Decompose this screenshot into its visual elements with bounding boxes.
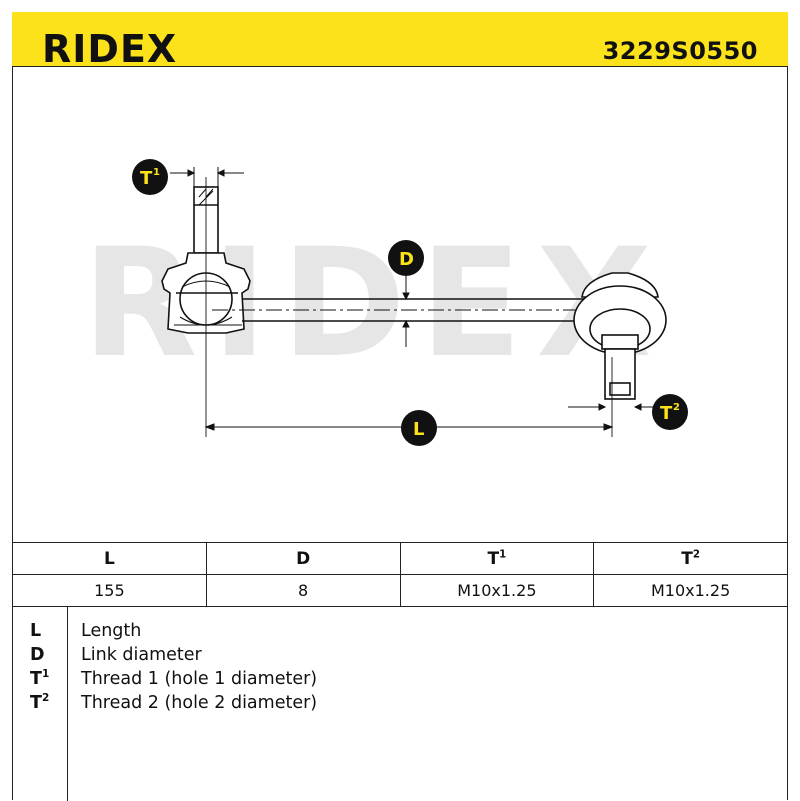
svg-text:T: T xyxy=(140,168,153,189)
brand-logo: RIDEX xyxy=(42,30,177,70)
specs-table: L D T1 T2 155 8 M10x1.25 M10x1.25 xyxy=(12,542,788,607)
svg-text:T: T xyxy=(660,403,673,424)
svg-text:2: 2 xyxy=(673,402,680,413)
callout-l: L xyxy=(401,410,437,446)
svg-text:L: L xyxy=(413,419,424,440)
specs-value-l: 155 xyxy=(12,574,207,607)
legend-item: D Link diameter xyxy=(12,643,788,667)
legend: L Length D Link diameter T1 Thread 1 (ho… xyxy=(12,606,788,801)
legend-item: L Length xyxy=(12,619,788,643)
svg-text:RIDEX: RIDEX xyxy=(42,30,177,70)
technical-drawing: RIDEX xyxy=(82,159,688,446)
legend-description: Length xyxy=(81,621,142,641)
link-rod xyxy=(212,298,584,322)
svg-text:1: 1 xyxy=(153,167,160,178)
part-number: 3229S0550 xyxy=(602,37,758,65)
callout-t1: T 1 xyxy=(132,159,168,195)
legend-divider xyxy=(67,607,68,801)
specs-header-t1: T1 xyxy=(399,542,595,575)
specs-header-d: D xyxy=(205,542,401,575)
specs-header-l: L xyxy=(12,542,207,575)
specs-value-row: 155 8 M10x1.25 M10x1.25 xyxy=(12,574,788,607)
specs-value-d: 8 xyxy=(205,574,401,607)
legend-symbol: T2 xyxy=(30,692,50,713)
callout-d: D xyxy=(388,240,424,276)
svg-text:D: D xyxy=(399,249,414,270)
specs-value-t2: M10x1.25 xyxy=(593,574,788,607)
legend-item: T1 Thread 1 (hole 1 diameter) xyxy=(12,667,788,691)
legend-symbol: T1 xyxy=(30,668,50,689)
legend-description: Link diameter xyxy=(81,645,202,665)
header-bar: RIDEX 3229S0550 xyxy=(12,12,788,70)
legend-description: Thread 2 (hole 2 diameter) xyxy=(81,693,318,713)
specs-value-t1: M10x1.25 xyxy=(399,574,595,607)
legend-symbol: L xyxy=(30,621,42,641)
specs-header-row: L D T1 T2 xyxy=(12,542,788,575)
legend-symbol: D xyxy=(30,645,45,665)
legend-description: Thread 1 (hole 1 diameter) xyxy=(81,669,318,689)
specs-header-t2: T2 xyxy=(593,542,788,575)
legend-item: T2 Thread 2 (hole 2 diameter) xyxy=(12,691,788,715)
right-ball-joint xyxy=(573,272,667,400)
callout-t2: T 2 xyxy=(652,394,688,430)
